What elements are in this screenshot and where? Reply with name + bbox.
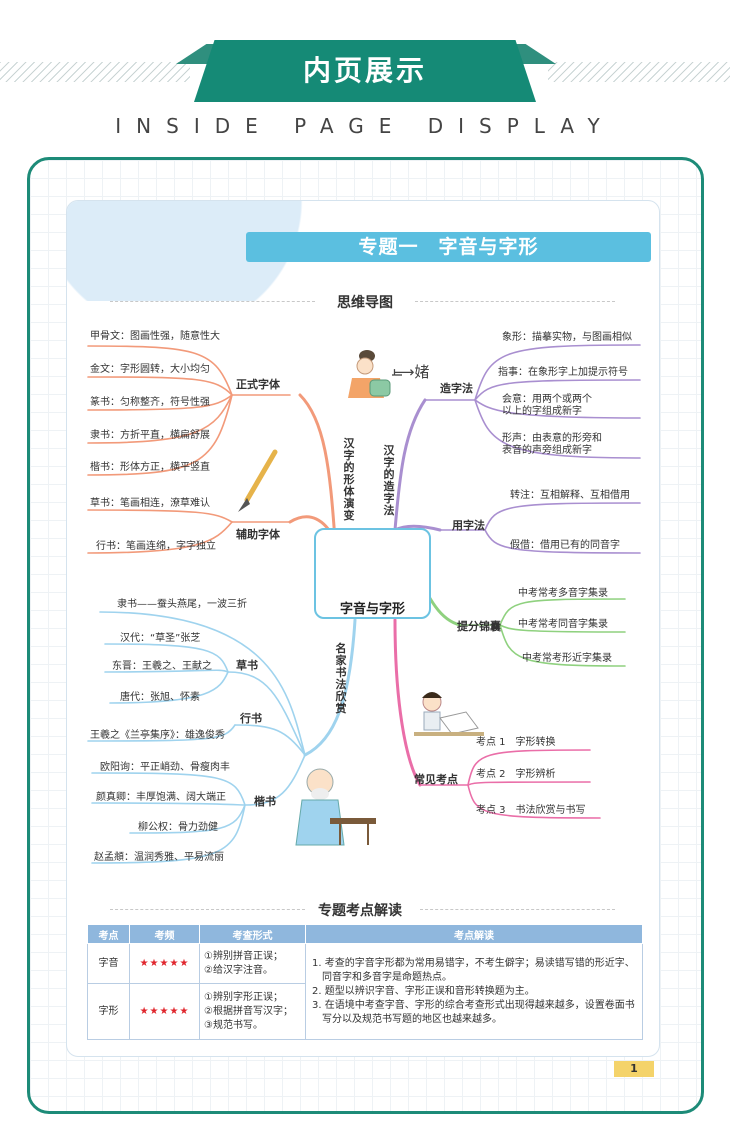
form-line: ②给汉字注音。 — [204, 964, 301, 978]
making-item-4b: 表音的声旁组成新字 — [502, 445, 592, 457]
analysis-line: 写分以及规范书写题的地区也越来越多。 — [312, 1013, 638, 1027]
formal-item-5: 楷书：形体方正，横平竖直 — [90, 462, 210, 474]
making-item-3b: 以上的字组成新字 — [502, 406, 582, 418]
branch-pink-lines — [395, 620, 420, 785]
form-line: ③规范书写。 — [204, 1019, 301, 1033]
evolution-label: 汉字的形体演变 — [343, 438, 355, 522]
row-forms: ①辨别字形正误； ②根据拼音写汉字； ③规范书写。 — [200, 984, 306, 1040]
points-label: 常见考点 — [414, 774, 458, 786]
kaishu-item-3: 柳公权：骨力劲健 — [138, 822, 218, 834]
xingshu-item-1: 王羲之《兰亭集序》：雄逸俊秀 — [90, 730, 225, 742]
tips-label: 提分锦囊 — [457, 621, 501, 633]
header-frequency: 考频 — [130, 925, 200, 944]
making-item-4a: 形声：由表意的形旁和 — [502, 433, 602, 445]
header-point: 考点 — [88, 925, 130, 944]
branch-purple-lines — [395, 400, 440, 530]
making-item-1: 象形：描摹实物，与图画相似 — [502, 332, 632, 344]
calligrapher-illustration — [296, 769, 376, 845]
caoshu-label: 草书 — [236, 660, 258, 672]
kaishu-label: 楷书 — [254, 796, 276, 808]
caoshu-item-1: 汉代：“草圣”张芝 — [120, 633, 200, 645]
formal-fonts-label: 正式字体 — [236, 379, 280, 391]
center-label: 字音与字形 — [314, 598, 431, 617]
xingshu-label: 行书 — [240, 713, 262, 725]
exam-divider-left — [110, 909, 305, 910]
header-form: 考查形式 — [200, 925, 306, 944]
point-item-2: 考点 2 字形辨析 — [476, 769, 556, 781]
making-item-3a: 会意：用两个或两个 — [502, 394, 592, 406]
caoshu-item-2: 东晋：王羲之、王献之 — [112, 661, 212, 673]
analysis-line: 2. 题型以辨识字音、字形正误和音形转换题为主。 — [312, 985, 638, 999]
tips-item-2: 中考常考同音字集录 — [518, 619, 608, 631]
row-point: 字形 — [88, 984, 130, 1040]
header-analysis: 考点解读 — [306, 925, 643, 944]
blackboard-glyph: 赋 — [330, 543, 339, 555]
branch-blue-lines — [305, 620, 355, 755]
exam-title: 专题考点解读 — [300, 900, 420, 920]
point-item-1: 考点 1 字形转换 — [476, 737, 556, 749]
making-item-2: 指事：在象形字上加提示符号 — [498, 367, 628, 379]
lishu-item: 隶书——蚕头燕尾，一波三折 — [117, 599, 247, 611]
kaishu-item-1: 欧阳询：平正峭劲、骨瘦肉丰 — [100, 762, 230, 774]
point-item-3: 考点 3 书法欣赏与书写 — [476, 805, 586, 817]
analysis-cell: 1. 考查的字音字形都为常用易错字，不考生僻字；易读错写错的形近字、 同音字和多… — [306, 944, 643, 1040]
formal-item-2: 金文：字形圆转，大小均匀 — [90, 364, 210, 376]
exam-table: 考点 考频 考查形式 考点解读 字音 ★★★★★ ①辨别拼音正误； ②给汉字注音… — [87, 924, 643, 1040]
auxiliary-item-1: 草书：笔画相连，潦草难认 — [90, 498, 210, 510]
using-item-2: 假借：借用已有的同音字 — [510, 540, 620, 552]
analysis-line: 同音字和多音字是命题热点。 — [312, 971, 638, 985]
formal-item-3: 篆书：匀称整齐，符号性强 — [90, 397, 210, 409]
analysis-line: 1. 考查的字音字形都为常用易错字，不考生僻字；易读错写错的形近字、 — [312, 957, 638, 971]
row-forms: ①辨别拼音正误； ②给汉字注音。 — [200, 944, 306, 984]
auxiliary-item-2: 行书：笔画连绵，字字独立 — [96, 541, 216, 553]
brush-illustration — [238, 452, 275, 512]
exam-divider-right — [420, 909, 615, 910]
formal-item-1: 甲骨文：图画性强，随意性大 — [90, 331, 220, 343]
tips-item-1: 中考常考多音字集录 — [518, 588, 608, 600]
calligraphy-label: 名家书法欣赏 — [335, 643, 347, 715]
tips-item-3: 中考常考形近字集录 — [522, 653, 612, 665]
caoshu-item-3: 唐代：张旭、怀素 — [120, 692, 200, 704]
form-line: ①辨别拼音正误； — [204, 950, 301, 964]
girl-writing-illustration — [414, 692, 484, 736]
page-number: 1 — [614, 1061, 654, 1077]
creation-label: 汉字的造字法 — [383, 445, 395, 517]
form-line: ①辨别字形正误； — [204, 991, 301, 1005]
exam-header-row: 考点 考频 考查形式 考点解读 — [88, 925, 643, 944]
using-label: 用字法 — [452, 520, 485, 532]
kaishu-item-2: 颜真卿：丰厚饱满、阔大端正 — [96, 792, 226, 804]
form-line: ②根据拼音写汉字； — [204, 1005, 301, 1019]
auxiliary-fonts-label: 辅助字体 — [236, 529, 280, 541]
using-item-1: 转注：互相解释、互相借用 — [510, 490, 630, 502]
row-stars: ★★★★★ — [130, 944, 200, 984]
row-point: 字音 — [88, 944, 130, 984]
kaishu-item-4: 赵孟頫：温润秀雅、平易流丽 — [94, 852, 224, 864]
analysis-line: 3. 在语境中考查字音、字形的综合考查形式出现得越来越多，设置卷面书 — [312, 999, 638, 1013]
formal-item-4: 隶书：方折平直，横扁舒展 — [90, 430, 210, 442]
row-stars: ★★★★★ — [130, 984, 200, 1040]
table-row: 字音 ★★★★★ ①辨别拼音正误； ②给汉字注音。 1. 考查的字音字形都为常用… — [88, 944, 643, 984]
ancient-glyph: ⟼媎 — [393, 363, 430, 381]
branch-orange-lines — [290, 395, 335, 540]
making-label: 造字法 — [440, 383, 473, 395]
